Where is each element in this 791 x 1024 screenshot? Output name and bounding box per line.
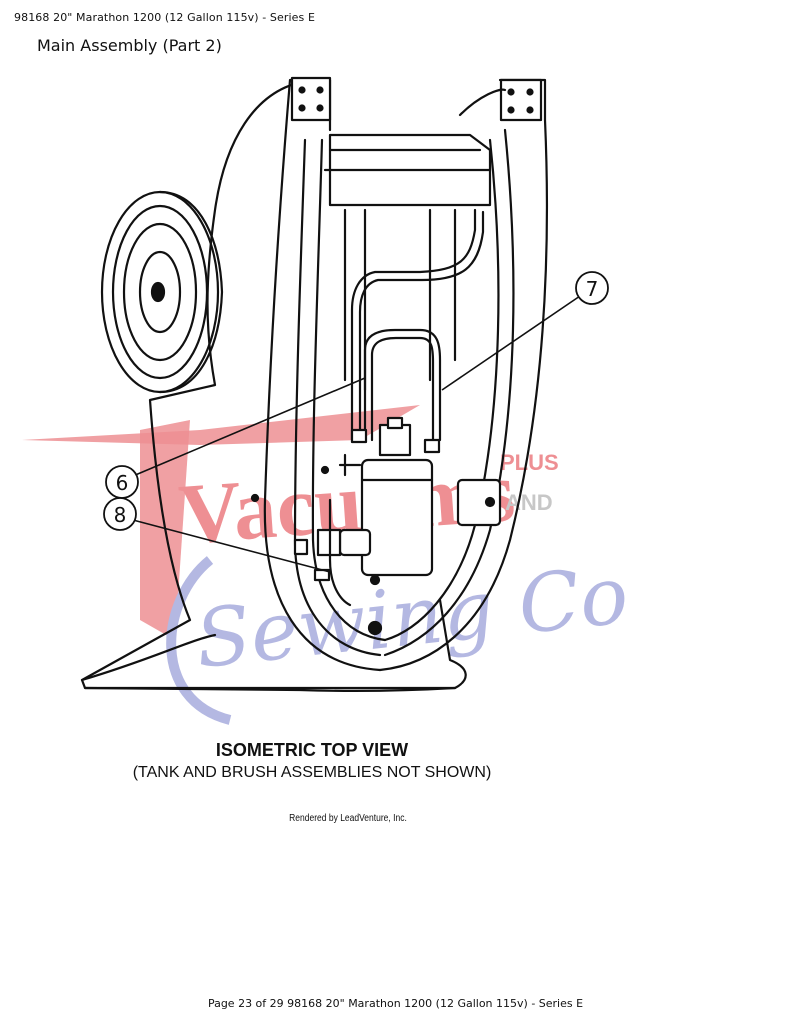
diagram-caption-title: ISOMETRIC TOP VIEW [215, 740, 409, 760]
hose-upper [350, 208, 477, 442]
callout-6: 6 [105, 377, 366, 499]
watermark-text-and: AND [505, 490, 553, 515]
callout-6-label: 6 [116, 471, 129, 495]
hinge-left [290, 76, 332, 122]
inner-back [328, 133, 492, 207]
watermark-red-banner [22, 405, 420, 445]
hinge-right [499, 78, 543, 122]
callout-8-label: 8 [114, 503, 127, 527]
callout-7: 7 [441, 271, 609, 391]
side-bracket [456, 478, 502, 527]
diagram-caption-subtitle: (TANK AND BRUSH ASSEMBLIES NOT SHOWN) [132, 764, 492, 781]
callout-8: 8 [103, 497, 331, 573]
document-header: 98168 20" Marathon 1200 (12 Gallon 115v)… [14, 11, 316, 24]
render-credit: Rendered by LeadVenture, Inc. [289, 813, 407, 824]
watermark: Vacuums PLUS AND Sewing Co [22, 405, 632, 725]
watermark-blue-swash [166, 556, 232, 725]
line-art [80, 76, 549, 692]
base-plate [80, 633, 457, 692]
watermark-text-plus: PLUS [500, 450, 559, 475]
section-title: Main Assembly (Part 2) [37, 36, 222, 55]
frame-right [378, 78, 549, 672]
callout-7-label: 7 [586, 277, 599, 301]
pump [316, 416, 434, 636]
hose-loop [363, 328, 442, 442]
page-footer: Page 23 of 29 98168 20" Marathon 1200 (1… [207, 997, 584, 1010]
wheel [100, 190, 224, 394]
